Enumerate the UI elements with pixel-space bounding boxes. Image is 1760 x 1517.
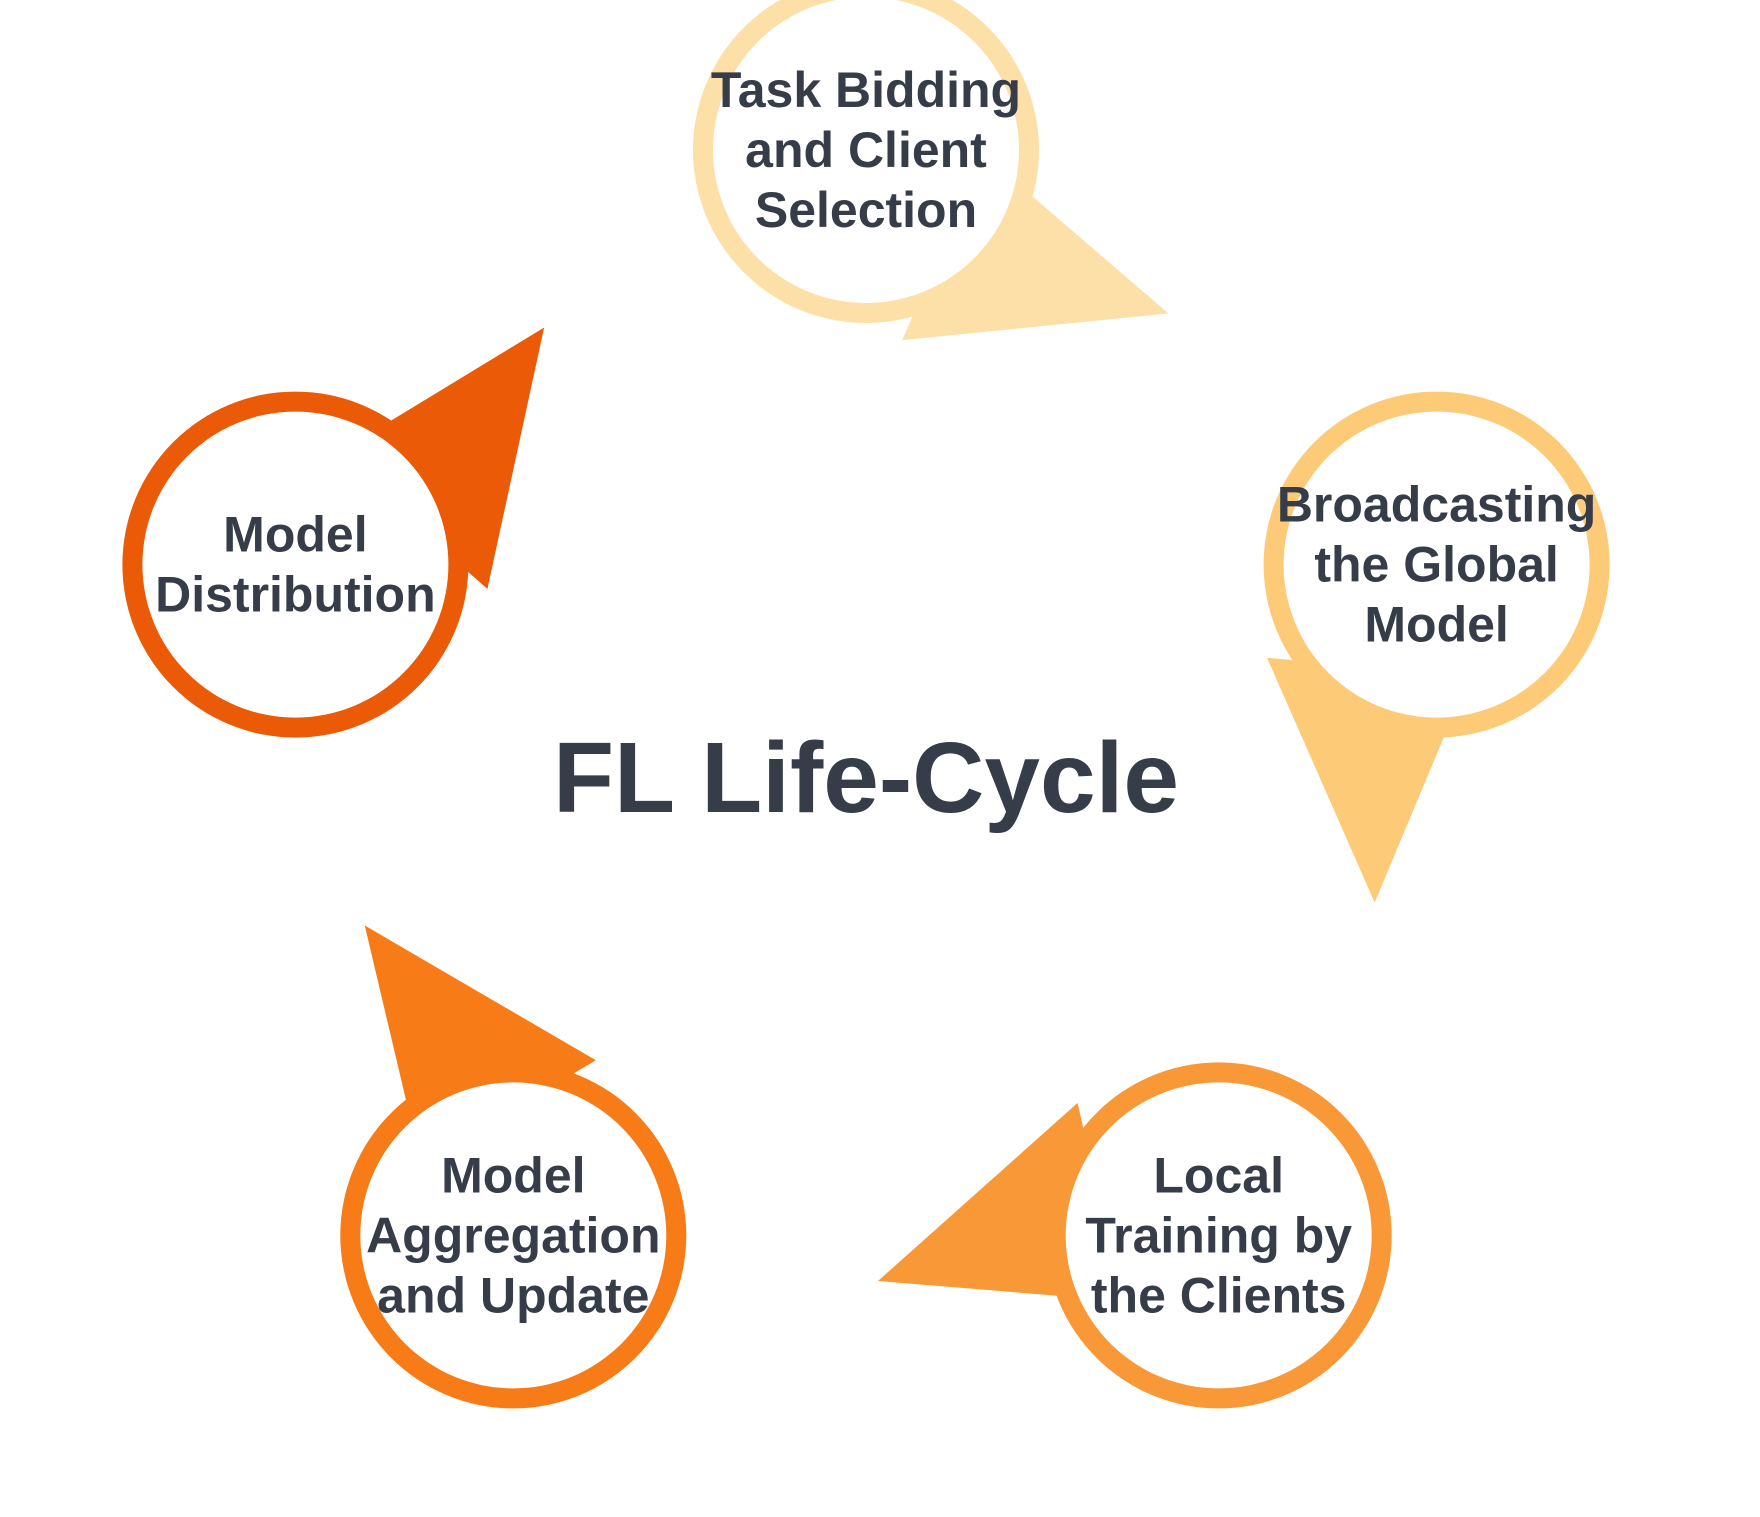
step-model-distribution-circle <box>142 411 449 718</box>
step-model-distribution-label-line: Model <box>223 507 367 563</box>
step-task-bidding-label-line: and Client <box>745 122 987 178</box>
diagram-title: FL Life-Cycle <box>553 722 1179 834</box>
step-broadcasting-label-line: the Global <box>1314 537 1558 593</box>
step-model-distribution-label-line: Distribution <box>155 567 436 623</box>
step-model-aggregation-label-line: Aggregation <box>366 1207 660 1263</box>
step-model-aggregation-circle <box>360 1082 667 1389</box>
step-local-training-label-line: the Clients <box>1091 1267 1347 1323</box>
step-local-training-label-line: Local <box>1153 1147 1284 1203</box>
step-broadcasting-label-line: Broadcasting <box>1277 477 1597 533</box>
step-task-bidding-label-line: Task Bidding <box>711 62 1021 118</box>
step-task-bidding-circle <box>713 0 1019 303</box>
step-broadcasting-circle <box>1283 411 1590 718</box>
step-broadcasting-label-line: Model <box>1364 597 1508 653</box>
step-local-training-circle <box>1065 1082 1372 1389</box>
step-model-aggregation-label-line: Model <box>441 1147 585 1203</box>
step-local-training-label-line: Training by <box>1085 1207 1352 1263</box>
step-task-bidding-label-line: Selection <box>755 182 977 238</box>
step-model-aggregation-label-line: and Update <box>377 1267 649 1323</box>
